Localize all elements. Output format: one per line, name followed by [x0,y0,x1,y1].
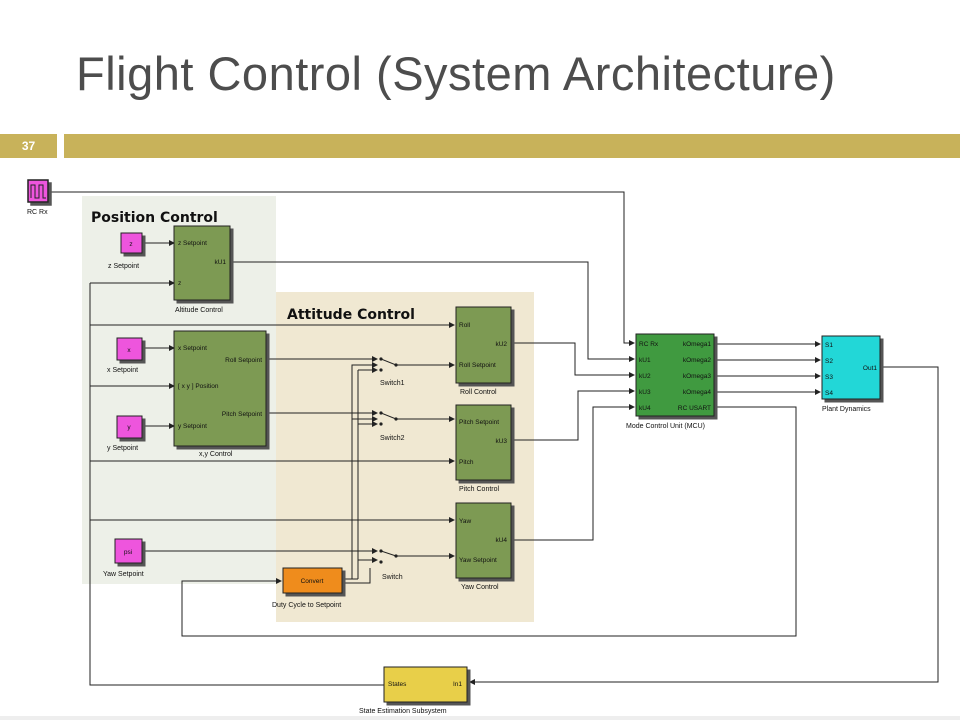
footer-line [0,716,960,720]
switch2-block[interactable] [379,411,402,426]
signal-wires [50,191,939,686]
altitude-in-z-setpoint: z Setpoint [178,240,207,247]
pitch-control-caption: Pitch Control [459,486,500,493]
mcu-in-rc-rx: RC Rx [639,341,659,348]
plant-dynamics-caption: Plant Dynamics [822,406,871,413]
y-setpoint-value: y [127,424,131,431]
plant-in-s3: S3 [825,374,833,381]
xy-in-position: [ x y ] Position [178,383,219,390]
x-setpoint-caption: x Setpoint [107,367,138,374]
xy-in-y-setpoint: y Setpoint [178,423,207,430]
mcu-out-rc-usart: RC USART [678,405,711,412]
plant-dynamics-block[interactable]: S1 S2 S3 S4 Out1 [821,335,881,400]
altitude-control-caption: Altitude Control [175,307,223,314]
altitude-control-block[interactable]: z Setpoint kU1 z [173,225,231,301]
psi-setpoint-value: psi [124,549,132,556]
roll-control-caption: Roll Control [460,389,497,396]
yaw-control-block[interactable]: Yaw kU4 Yaw Setpoint [455,502,512,579]
slide-title: Flight Control (System Architecture) [76,47,836,100]
state-est-in1: In1 [453,681,462,688]
yaw-setpoint-caption: Yaw Setpoint [103,571,144,578]
mcu-in-ku3: kU3 [639,389,651,396]
mcu-in-ku4: kU4 [639,405,651,412]
mcu-out-komega3: kOmega3 [683,373,712,380]
xy-out-pitch-setpoint: Pitch Setpoint [222,411,262,418]
switch1-block[interactable] [379,357,402,372]
position-control-label: Position Control [91,210,218,226]
xy-out-roll-setpoint: Roll Setpoint [225,357,262,364]
mcu-out-komega4: kOmega4 [683,389,712,396]
z-setpoint-caption: z Setpoint [108,263,139,270]
altitude-in-z: z [178,280,181,287]
yaw-control-caption: Yaw Control [461,584,499,591]
switch3-caption: Switch [382,574,403,581]
state-estimation-caption: State Estimation Subsystem [359,708,447,715]
switch2-caption: Switch2 [380,435,405,442]
mcu-block[interactable]: RC Rx kU1 kU2 kU3 kU4 kOmega1 kOmega2 kO… [635,333,715,417]
plant-in-s1: S1 [825,342,833,349]
yaw-in-yaw-setpoint: Yaw Setpoint [459,557,497,564]
mcu-out-komega1: kOmega1 [683,341,712,348]
roll-in-roll: Roll [459,322,471,329]
y-setpoint-block[interactable]: y [116,415,143,439]
xy-control-caption: x,y Control [199,451,233,458]
convert-block[interactable]: Convert [282,567,343,594]
x-setpoint-value: x [127,347,131,354]
rc-rx-block[interactable] [27,179,49,203]
plant-in-s4: S4 [825,390,833,397]
pitch-in-pitch: Pitch [459,459,474,466]
roll-out-ku2: kU2 [495,341,507,348]
attitude-control-label: Attitude Control [287,307,415,323]
yaw-in-yaw: Yaw [459,518,471,525]
yaw-out-ku4: kU4 [495,537,507,544]
x-setpoint-block[interactable]: x [116,337,143,361]
mcu-caption: Mode Control Unit (MCU) [626,423,705,430]
roll-control-block[interactable]: Roll kU2 Roll Setpoint [455,306,512,384]
xy-control-block[interactable]: x Setpoint Roll Setpoint [ x y ] Positio… [173,330,267,447]
psi-setpoint-block[interactable]: psi [114,538,143,564]
pitch-out-ku3: kU3 [495,438,507,445]
state-estimation-block[interactable]: States In1 [383,666,468,703]
xy-in-x-setpoint: x Setpoint [178,345,207,352]
roll-in-roll-setpoint: Roll Setpoint [459,362,496,369]
mcu-in-ku1: kU1 [639,357,651,364]
title-accent-bar [64,134,960,158]
pulse-generator-icon [30,184,46,199]
convert-caption: Duty Cycle to Setpoint [272,602,341,609]
slide-number-bar [0,134,57,158]
plant-in-s2: S2 [825,358,833,365]
z-setpoint-block[interactable]: z [120,232,143,254]
slide-number: 37 [21,139,36,153]
convert-label: Convert [301,578,324,585]
altitude-out-ku1: kU1 [214,259,226,266]
mcu-in-ku2: kU2 [639,373,651,380]
switch1-caption: Switch1 [380,380,405,387]
mcu-out-komega2: kOmega2 [683,357,712,364]
y-setpoint-caption: y Setpoint [107,445,138,452]
state-est-states: States [388,681,407,688]
z-setpoint-value: z [129,241,132,248]
pitch-in-pitch-setpoint: Pitch Setpoint [459,419,499,426]
rc-rx-caption: RC Rx [27,209,48,216]
pitch-control-block[interactable]: Pitch Setpoint kU3 Pitch [455,404,512,481]
plant-out1: Out1 [863,365,877,372]
switch3-block[interactable] [379,549,402,564]
